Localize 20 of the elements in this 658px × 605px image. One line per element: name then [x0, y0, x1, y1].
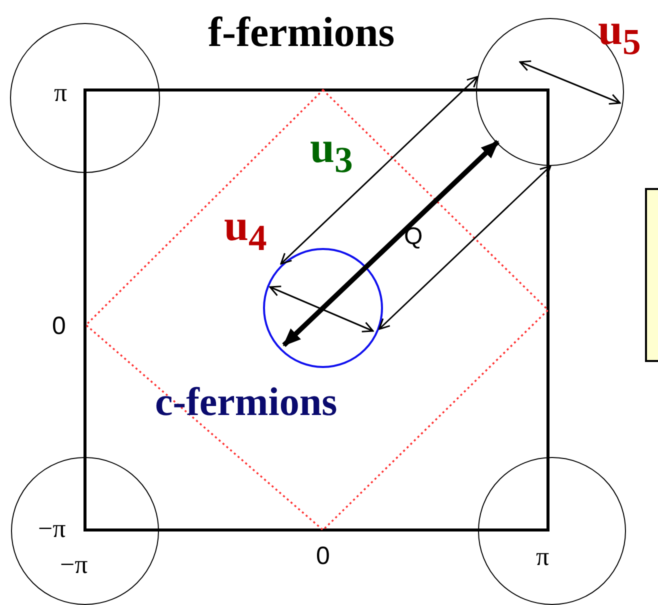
fermi-surface-circle — [263, 248, 383, 368]
wave-vector-arrow — [282, 140, 500, 348]
edge-label: Q — [404, 225, 423, 249]
fermi-surface-circle — [10, 23, 160, 173]
axis-tick-label: 0 — [316, 544, 330, 569]
scattering-arrow — [280, 76, 478, 265]
diagram-heading: f-fermions — [208, 12, 395, 54]
vector-label: u$_{5}$ — [598, 8, 641, 60]
vector-label: u$_{4}$ — [224, 204, 267, 256]
scattering-arrow — [378, 165, 552, 330]
axis-tick-label: −π — [60, 552, 88, 578]
axis-tick-label: π — [536, 544, 550, 570]
axis-tick-label: π — [54, 80, 68, 106]
edge-label: u$_{3}$ — [310, 126, 353, 178]
fermi-surface-circle — [11, 457, 159, 605]
axis-tick-label: 0 — [52, 314, 66, 339]
fermi-surface-circle — [476, 18, 624, 166]
axis-tick-label: −π — [38, 516, 66, 542]
fermi-surface-circle — [478, 457, 626, 605]
fermion-label: c-fermions — [155, 382, 338, 422]
